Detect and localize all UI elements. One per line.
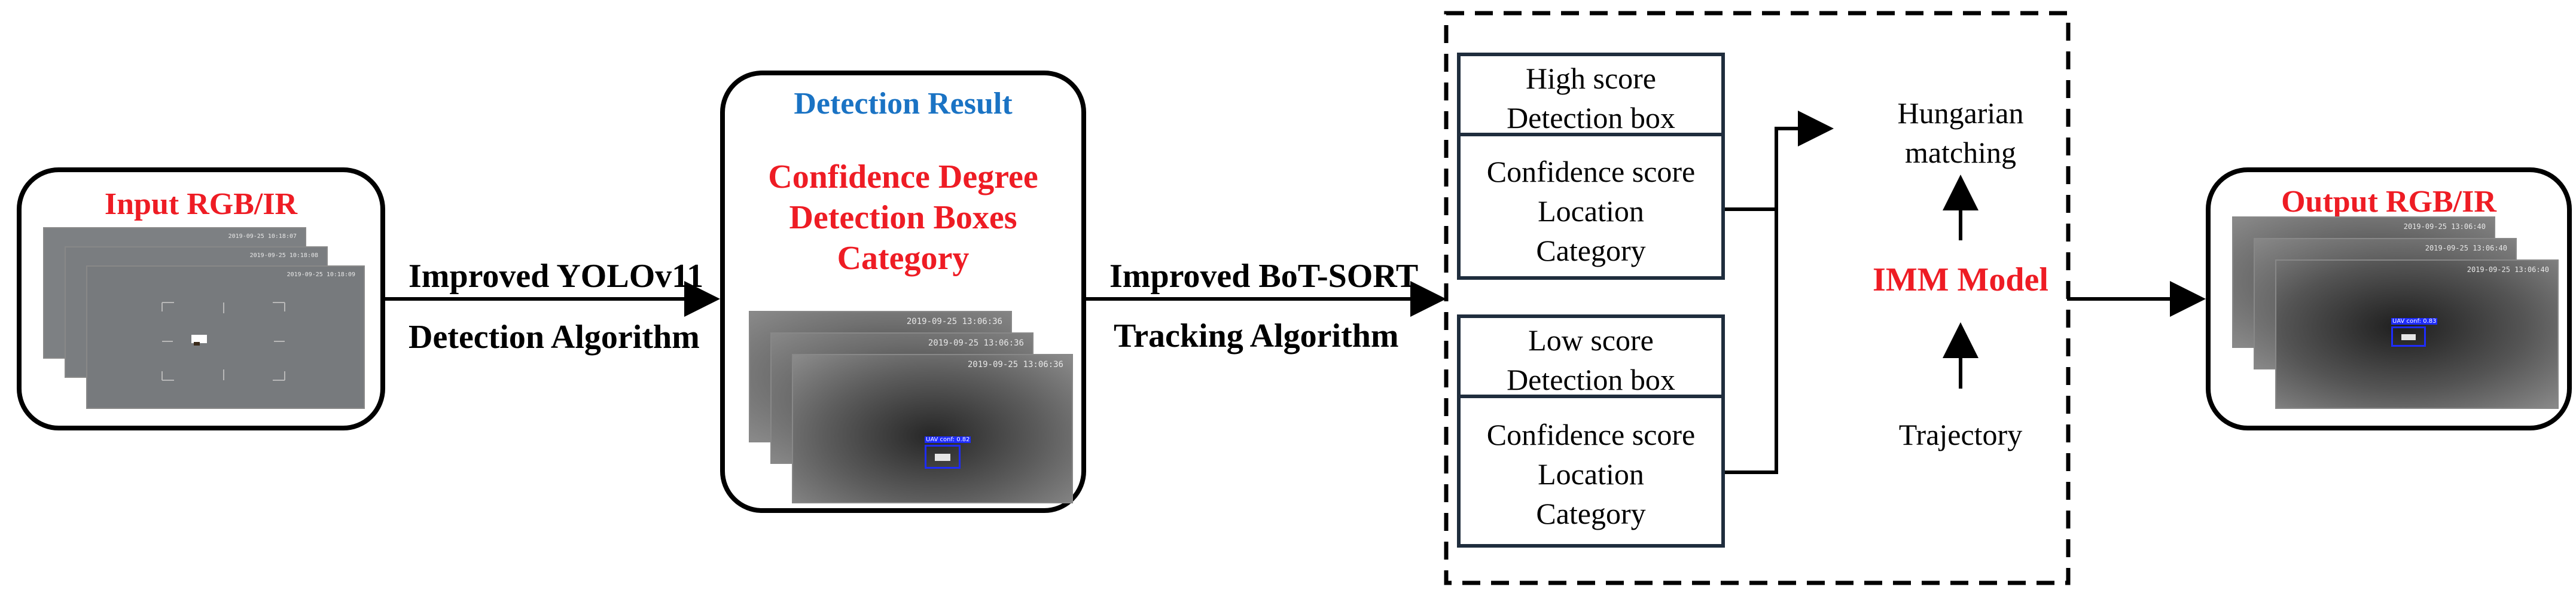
low-score-sublabel: Detection box [1507, 363, 1675, 396]
high-score-label: High score [1526, 62, 1656, 95]
arrow2-label-top: Improved BoT-SORT [1109, 258, 1419, 295]
high-score-header: High score Detection box [1457, 53, 1725, 136]
low-location: Location [1538, 457, 1644, 491]
timestamp: 2019-09-25 13:06:36 [928, 338, 1024, 348]
hungarian-label: Hungarian [1897, 96, 2024, 130]
timestamp: 2019-09-25 13:06:36 [967, 360, 1063, 369]
input-title: Input RGB/IR [104, 187, 298, 221]
imm-model-label: IMM Model [1873, 261, 2048, 298]
output-panel: Output RGB/IR 2019-09-25 13:06:40 2019-0… [2206, 167, 2572, 430]
timestamp: 2019-09-25 13:06:36 [906, 317, 1002, 326]
timestamp: 2019-09-25 13:06:40 [2403, 222, 2486, 231]
input-frame-3: 2019-09-25 10:18:09 [86, 265, 365, 409]
low-confidence-score: Confidence score [1486, 418, 1696, 451]
input-panel: Input RGB/IR 2019-09-25 10:18:07 2019-09… [17, 167, 385, 430]
detection-line-1: Confidence Degree [768, 158, 1038, 195]
output-bbox [2391, 326, 2426, 347]
high-category: Category [1536, 234, 1646, 267]
timestamp: 2019-09-25 10:18:07 [228, 233, 297, 240]
target-reticle [161, 302, 285, 381]
bbox-target [2401, 334, 2416, 340]
high-score-body: Confidence score Location Category [1457, 133, 1725, 280]
arrow1-label-bottom: Detection Algorithm [408, 319, 700, 356]
detection-bbox [925, 445, 961, 469]
timestamp: 2019-09-25 10:18:09 [286, 271, 355, 278]
matching-label: matching [1904, 136, 2017, 169]
detection-line-2: Detection Boxes [789, 199, 1017, 236]
high-confidence-score: Confidence score [1486, 155, 1696, 188]
high-location: Location [1538, 194, 1644, 228]
low-score-header: Low score Detection box [1457, 314, 1725, 398]
detection-frame-3: 2019-09-25 13:06:36 UAV conf: 0.82 [792, 354, 1073, 503]
bbox-label: UAV conf: 0.83 [2391, 318, 2438, 325]
arrow2-label-bottom: Tracking Algorithm [1114, 317, 1399, 355]
trajectory-label: Trajectory [1898, 418, 2023, 451]
output-title: Output RGB/IR [2281, 185, 2496, 219]
detection-panel: Detection Result Confidence Degree Detec… [720, 71, 1086, 513]
low-score-body: Confidence score Location Category [1457, 395, 1725, 548]
low-category: Category [1536, 497, 1646, 530]
arrow-to-hungarian [1775, 111, 1834, 209]
bbox-label: UAV conf: 0.82 [925, 436, 971, 443]
detection-line-3: Category [837, 240, 970, 277]
timestamp: 2019-09-25 13:06:40 [2425, 244, 2507, 252]
output-frame-3: 2019-09-25 13:06:40 UAV conf: 0.83 [2275, 259, 2559, 409]
merge-connector [1725, 207, 1778, 474]
timestamp: 2019-09-25 10:18:08 [249, 252, 318, 259]
high-score-sublabel: Detection box [1507, 101, 1675, 135]
arrow1-label-top: Improved YOLOv11 [408, 258, 704, 295]
bbox-target [935, 454, 950, 461]
timestamp: 2019-09-25 13:06:40 [2467, 265, 2549, 274]
detection-title: Detection Result [794, 87, 1013, 121]
low-score-label: Low score [1528, 323, 1654, 357]
